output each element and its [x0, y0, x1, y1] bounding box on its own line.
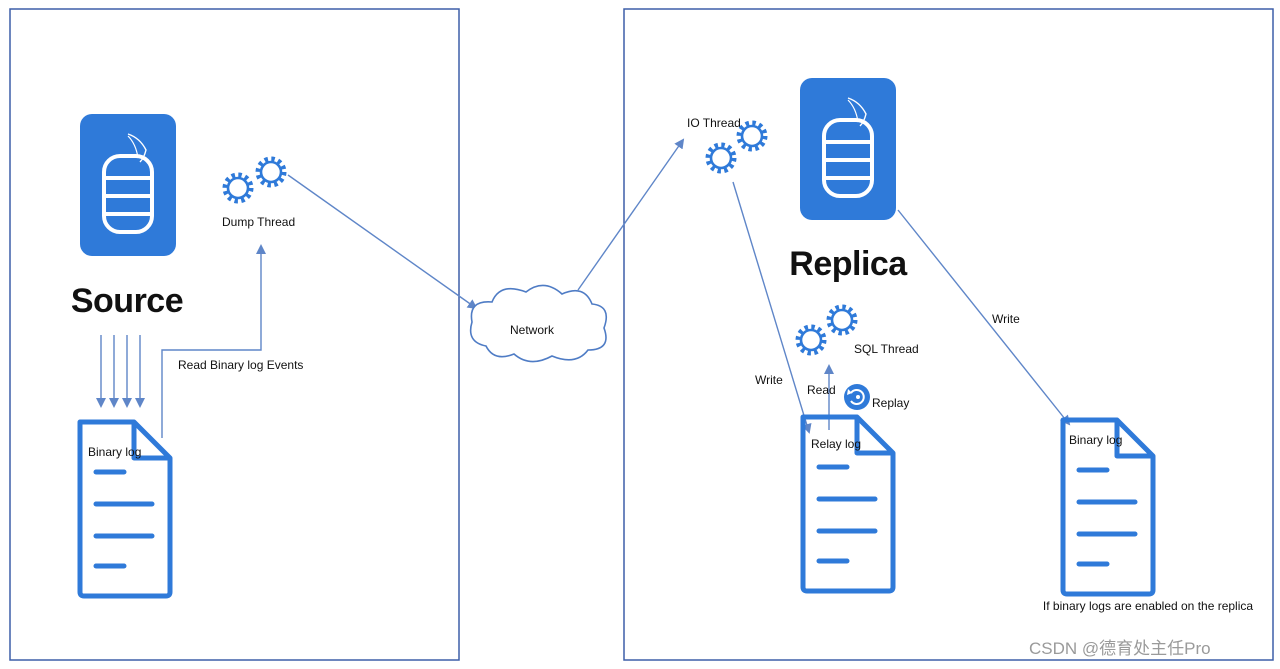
replica-database-icon [798, 76, 898, 222]
dump-thread-label: Dump Thread [222, 215, 295, 229]
io-thread-label: IO Thread [687, 116, 741, 130]
replay-icon [844, 384, 870, 410]
io-thread-gear-icon [739, 123, 765, 149]
replica-note: If binary logs are enabled on the replic… [1043, 599, 1253, 613]
read-events-label: Read Binary log Events [178, 358, 303, 372]
network-cloud-icon [469, 284, 608, 363]
source-panel [9, 8, 460, 661]
network-label: Network [510, 323, 555, 337]
dump-thread-gear-icon-2 [225, 175, 251, 201]
read-label: Read [807, 383, 836, 397]
io-to-relay-arrow [732, 181, 812, 434]
watermark: CSDN @德育处主任Pro [1029, 639, 1211, 658]
source-write-arrows [96, 335, 145, 408]
replica-to-binlog-arrow [897, 209, 1071, 426]
source-binary-log-label: Binary log [88, 445, 141, 459]
write-relay-label: Write [755, 373, 783, 387]
read-events-arrow [161, 244, 266, 438]
sql-thread-gear-icon-2 [798, 327, 824, 353]
io-thread-gear-icon-2 [708, 145, 734, 171]
replay-label: Replay [872, 396, 909, 410]
relay-log-label: Relay log [811, 437, 861, 451]
replica-binary-log-label: Binary log [1069, 433, 1122, 447]
write-replica-log-label: Write [992, 312, 1020, 326]
source-database-icon [78, 112, 178, 258]
network-to-io-arrow [577, 138, 685, 291]
dump-to-network-arrow [287, 174, 478, 310]
sql-thread-label: SQL Thread [854, 342, 919, 356]
sql-thread-gear-icon [829, 307, 855, 333]
replica-panel [623, 8, 1274, 661]
dump-thread-gear-icon [258, 159, 284, 185]
replica-title: Replica [789, 245, 908, 283]
source-title: Source [71, 282, 183, 320]
